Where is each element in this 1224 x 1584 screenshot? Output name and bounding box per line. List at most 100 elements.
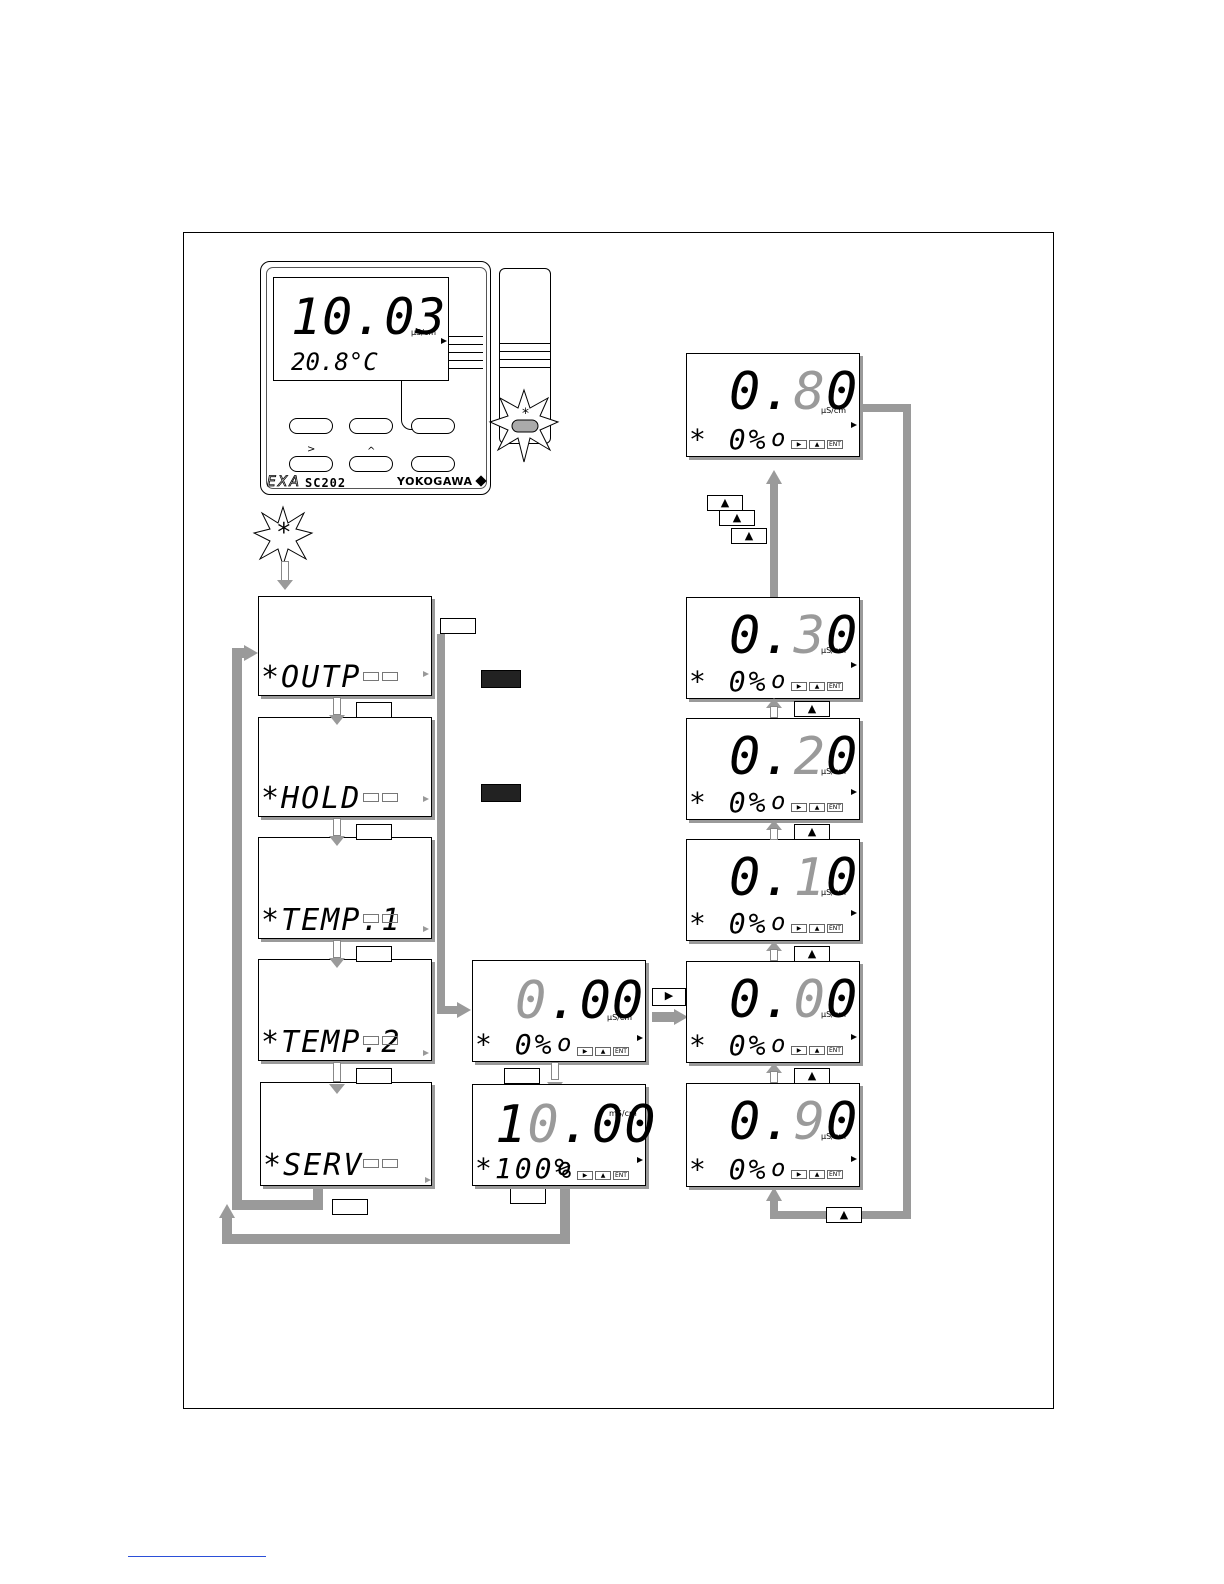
key-up[interactable]: ▲ <box>719 510 755 526</box>
up-arrow-icon: ▲ <box>809 924 825 933</box>
span-setting-display: 10.00 mS/cm *100% o ▶▲ENT <box>472 1084 656 1186</box>
percent-o: o <box>557 1153 575 1181</box>
panel-button-3[interactable] <box>411 418 455 434</box>
key-up[interactable]: ▲ <box>794 946 830 962</box>
key-next[interactable] <box>356 946 392 962</box>
unit-label: μS/cm <box>821 1010 847 1019</box>
ent-label: ENT <box>827 924 843 933</box>
unit-label: μS/cm <box>821 767 847 776</box>
panel-button-up[interactable] <box>349 456 393 472</box>
key-up[interactable]: ▲ <box>707 495 743 511</box>
digit: 0 <box>825 1092 859 1152</box>
percent-label: * 0% <box>689 1153 769 1186</box>
pointer-marker <box>441 338 447 344</box>
blink-digit: 3 <box>793 606 826 666</box>
unit-label: μS/cm <box>821 646 847 655</box>
main-reading: 10.03 <box>291 288 447 346</box>
analyzer-front-panel: 10.03 μS/cm 20.8°C > ^ EXA SC202 YOKOGAW… <box>260 261 491 495</box>
star-key-flash-icon[interactable]: * <box>488 388 560 464</box>
key-right[interactable]: ▶ <box>652 988 686 1006</box>
up-arrow-icon: ▲ <box>809 1046 825 1055</box>
display-bars <box>449 336 483 376</box>
menu-display-temp2: *TEMP.2 <box>258 959 432 1061</box>
right-arrow-icon: ▶ <box>577 1047 593 1056</box>
blink-digit: 1 <box>793 848 826 908</box>
panel-button-ent[interactable] <box>411 456 455 472</box>
step-display-020: 0.20 μS/cm * 0% o ▶▲ENT <box>686 718 860 820</box>
down-arrow-icon <box>329 836 345 846</box>
unit-label: μS/cm <box>821 406 847 415</box>
step-display-030: 0.30 μS/cm * 0% o ▶▲ENT <box>686 597 860 699</box>
return-arrow-icon <box>244 645 258 661</box>
digit: 1 <box>495 1095 528 1155</box>
key-up[interactable]: ▲ <box>794 701 830 717</box>
key-back[interactable] <box>332 1199 368 1215</box>
ent-label: ENT <box>613 1047 629 1056</box>
step-display-080: 0.80 μS/cm * 0% o ▶▲ENT <box>686 353 860 457</box>
key-back[interactable] <box>510 1188 546 1204</box>
blink-digit: 9 <box>793 1092 826 1152</box>
unit-label: mS/cm <box>609 1109 637 1118</box>
key-next[interactable] <box>356 702 392 718</box>
main-lcd-window <box>273 277 449 381</box>
right-arrow-icon: ▶ <box>791 803 807 812</box>
digits: 0. <box>729 970 794 1030</box>
right-arrow-icon: ▶ <box>791 1046 807 1055</box>
menu-label: *TEMP.2 <box>261 1025 402 1060</box>
key-up[interactable]: ▲ <box>794 824 830 840</box>
key-next[interactable] <box>356 1068 392 1084</box>
percent-label: * 0% <box>689 665 769 698</box>
digits: .00 <box>559 1095 657 1155</box>
key-up[interactable]: ▲ <box>826 1207 862 1223</box>
percent-o: o <box>557 1029 575 1057</box>
maker-logo: YOKOGAWA <box>397 475 473 488</box>
brand-logo: EXA <box>267 474 302 491</box>
percent-label: * 0% <box>689 1029 769 1062</box>
percent-o: o <box>771 1154 789 1182</box>
panel-button-1[interactable] <box>289 418 333 434</box>
step-display-000: 0.00 μS/cm * 0% o ▶▲ENT <box>686 961 860 1063</box>
percent-label: *100% <box>475 1152 575 1185</box>
menu-display-temp1: *TEMP.1 <box>258 837 432 939</box>
key-up[interactable]: ▲ <box>794 1068 830 1084</box>
key-ent[interactable] <box>440 618 476 634</box>
step-display-010: 0.10 μS/cm * 0% o ▶▲ENT <box>686 839 860 941</box>
up-key-label: ^ <box>367 446 376 457</box>
key-next[interactable] <box>356 824 392 840</box>
right-key-label: > <box>307 444 316 455</box>
ent-label: ENT <box>827 1046 843 1055</box>
digits: 0. <box>729 1092 794 1152</box>
menu-display-outp: *OUTP <box>258 596 432 696</box>
menu-label: *SERV <box>263 1148 364 1183</box>
ent-label: ENT <box>827 440 843 449</box>
percent-o: o <box>771 1030 789 1058</box>
blink-digit: 8 <box>793 362 826 422</box>
down-arrow-icon <box>329 958 345 968</box>
blink-digit: 0 <box>527 1095 560 1155</box>
key-up[interactable]: ▲ <box>731 528 767 544</box>
blink-digit: 2 <box>793 727 826 787</box>
unit-label: μS/cm <box>821 888 847 897</box>
digit: 0 <box>825 606 859 666</box>
step-display-090: 0.90 μS/cm * 0% o ▶▲ENT <box>686 1083 860 1187</box>
menu-label: *HOLD <box>261 781 362 816</box>
ent-label: ENT <box>827 1170 843 1179</box>
key-legend-dark <box>481 784 521 802</box>
percent-o: o <box>771 424 789 452</box>
up-arrow-icon <box>766 941 782 951</box>
percent-o: o <box>771 666 789 694</box>
blink-digit: 0 <box>793 970 826 1030</box>
key-legend-dark <box>481 670 521 688</box>
panel-button-2[interactable] <box>349 418 393 434</box>
diagram-frame <box>183 232 1054 1409</box>
ent-label: ENT <box>613 1171 629 1180</box>
star-glyph: * <box>522 406 529 422</box>
up-arrow-icon: ▲ <box>809 440 825 449</box>
model-logo: SC202 <box>305 476 347 490</box>
key-next[interactable] <box>504 1068 540 1084</box>
menu-display-serv: *SERV <box>260 1082 432 1186</box>
down-arrow-icon <box>277 580 293 590</box>
panel-button-right[interactable] <box>289 456 333 472</box>
digits: 0. <box>729 606 794 666</box>
digits: 0. <box>729 362 794 422</box>
